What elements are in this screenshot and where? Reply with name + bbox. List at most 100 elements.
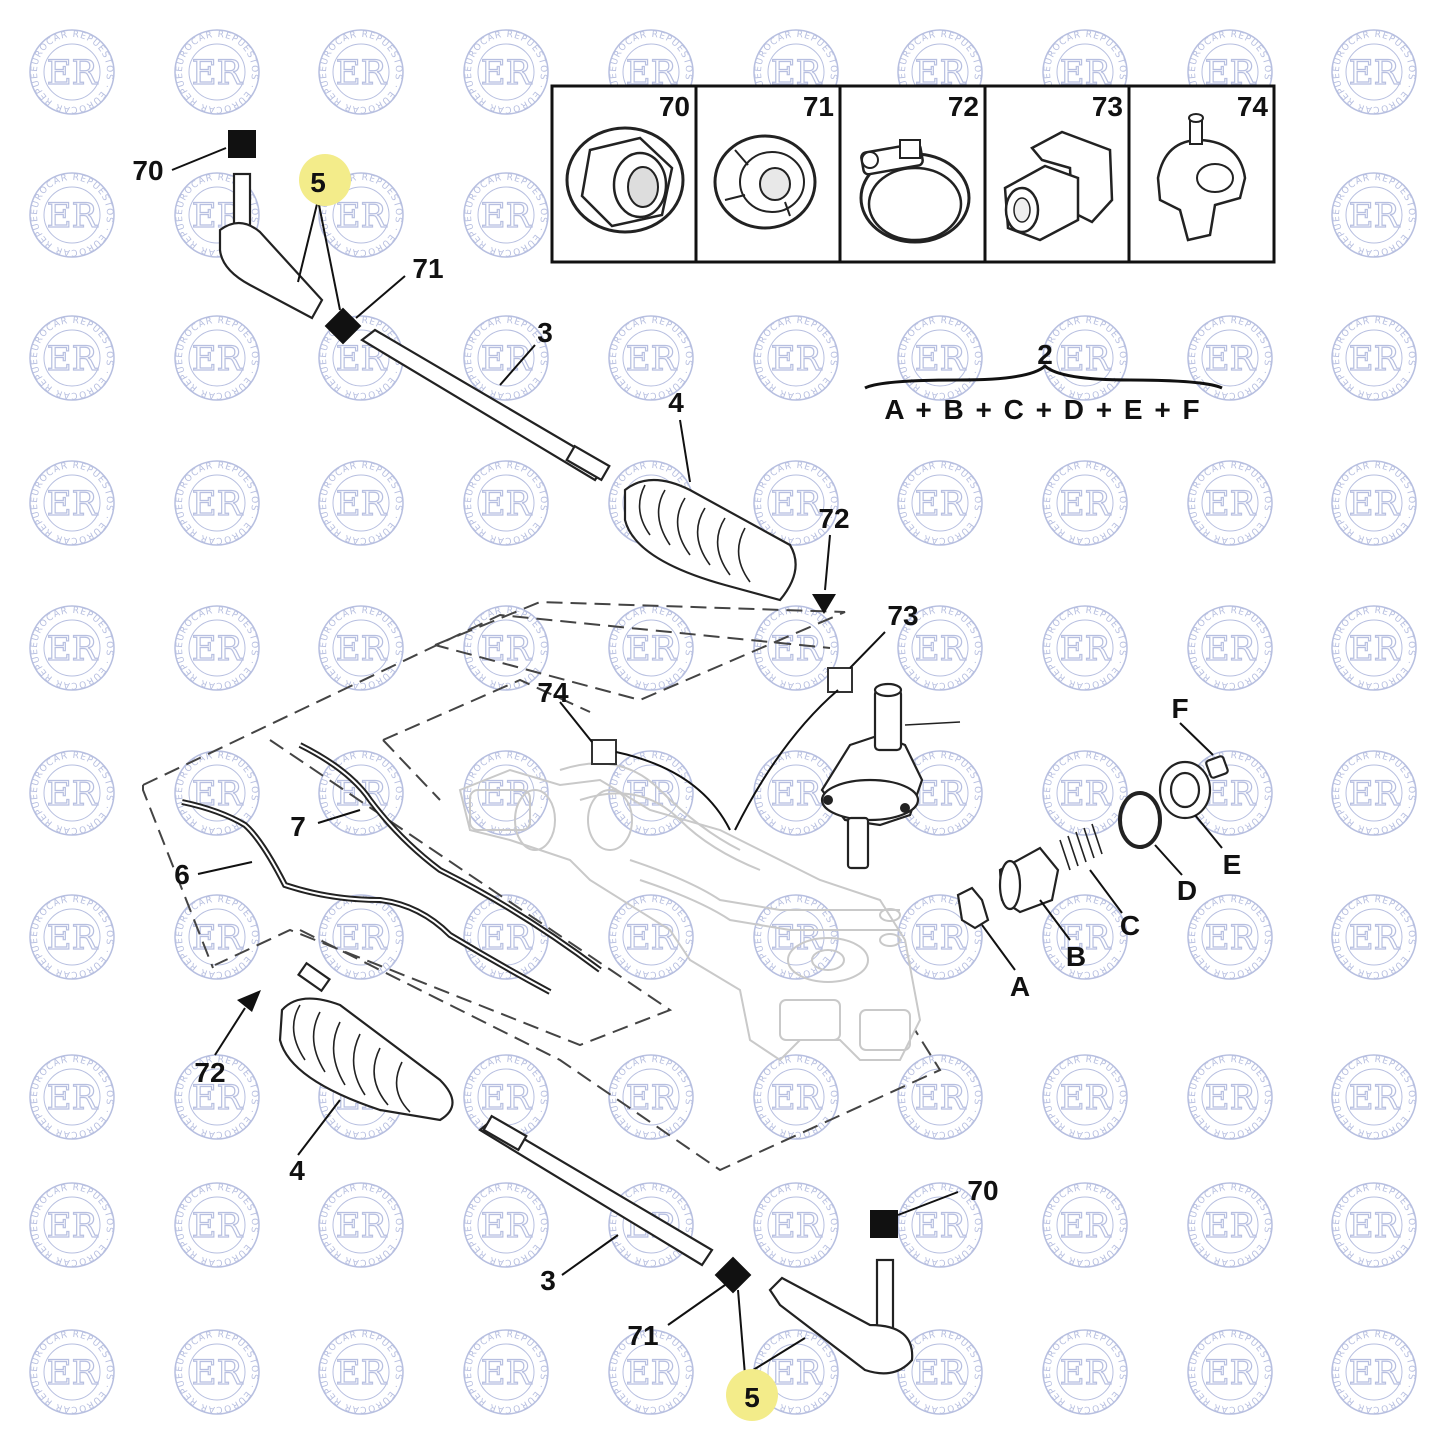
svg-text:ER: ER [771, 339, 823, 379]
kit-part-f-plug [1205, 755, 1229, 779]
steering-rack-housing [458, 762, 922, 1062]
svg-text:ER: ER [481, 918, 533, 958]
svg-text:ER: ER [1060, 339, 1112, 379]
svg-text:ER: ER [47, 196, 99, 236]
svg-text:ER: ER [1349, 774, 1401, 814]
svg-text:ER: ER [1205, 1206, 1257, 1246]
kit-part-a [956, 886, 990, 930]
svg-text:ER: ER [47, 774, 99, 814]
svg-text:ER: ER [192, 339, 244, 379]
svg-text:ER: ER [1205, 774, 1257, 814]
boot-top [623, 479, 797, 602]
callout-72-bottom: 72 [194, 1057, 225, 1088]
svg-text:ER: ER [481, 196, 533, 236]
svg-text:ER: ER [192, 53, 244, 93]
svg-text:ER: ER [771, 1078, 823, 1118]
svg-text:ER: ER [915, 1206, 967, 1246]
callout-72-top: 72 [818, 503, 849, 534]
highlight-circle-top [299, 154, 351, 206]
callout-E: E [1223, 849, 1242, 880]
svg-text:ER: ER [1349, 484, 1401, 524]
svg-text:EUROCAR REPUESTOS · EUROCAR RE: EUROCAR REPUESTOS · EUROCAR REPUESTOS [0, 0, 403, 835]
callout-70-top: 70 [132, 155, 163, 186]
kit-label-71: 71 [803, 91, 834, 122]
svg-text:ER: ER [481, 1206, 533, 1246]
svg-text:ER: ER [336, 484, 388, 524]
svg-text:EUROCAR REPUESTOS · EUROCAR RE: EUROCAR REPUESTOS · EUROCAR REPUESTOS [0, 0, 548, 835]
marker-triangle-72-bottom [237, 990, 261, 1012]
callout-3-top: 3 [537, 317, 553, 348]
svg-text:ER: ER [771, 918, 823, 958]
svg-text:ER: ER [1349, 196, 1401, 236]
callout-4-bottom: 4 [289, 1155, 305, 1186]
tie-rod-inner-top [360, 328, 611, 482]
svg-text:ER: ER [1060, 1206, 1112, 1246]
svg-text:ER: ER [626, 1078, 678, 1118]
kit-part-d-oring [1118, 791, 1162, 849]
watermark-badge: EUROCAR REPUESTOS · EUROCAR REPUESTOSER [0, 0, 260, 1140]
svg-text:ER: ER [1349, 918, 1401, 958]
svg-text:ER: ER [47, 918, 99, 958]
svg-text:ER: ER [1349, 339, 1401, 379]
svg-text:EUROCAR REPUESTOS · EUROCAR RE: EUROCAR REPUESTOS · EUROCAR REPUESTOS [0, 0, 259, 835]
lock-nut-icon [713, 134, 817, 230]
kit-label-72: 72 [948, 91, 979, 122]
svg-text:ER: ER [1349, 1078, 1401, 1118]
watermark-badge: EUROCAR REPUESTOS · EUROCAR REPUESTOSER [0, 0, 404, 836]
svg-text:ER: ER [915, 1078, 967, 1118]
svg-text:ER: ER [1205, 1353, 1257, 1393]
marker-square-71-bottom [714, 1256, 752, 1294]
svg-text:ER: ER [626, 918, 678, 958]
callout-4-top: 4 [668, 387, 684, 418]
watermark-badge: EUROCAR REPUESTOS · EUROCAR REPUESTOSER [0, 0, 115, 836]
svg-text:EUROCAR REPUESTOS · EUROCAR RE: EUROCAR REPUESTOS · EUROCAR REPUESTOS [0, 0, 114, 835]
svg-text:ER: ER [47, 484, 99, 524]
svg-text:ER: ER [771, 1206, 823, 1246]
kit-group-ref: 2 [1037, 339, 1053, 370]
pinion-valve-housing [820, 682, 961, 870]
kit-label-74: 74 [1237, 91, 1269, 122]
callout-71-top: 71 [412, 253, 443, 284]
svg-text:ER: ER [1205, 629, 1257, 669]
pipe-7 [298, 742, 602, 973]
watermark-badge: EUROCAR REPUESTOS · EUROCAR REPUESTOSER [0, 0, 115, 115]
svg-text:ER: ER [481, 484, 533, 524]
svg-text:ER: ER [47, 339, 99, 379]
kit-part-e-cap [1158, 760, 1212, 820]
callout-71-bottom: 71 [627, 1320, 658, 1351]
callout-6: 6 [174, 859, 190, 890]
callout-B: B [1066, 941, 1086, 972]
svg-text:ER: ER [626, 339, 678, 379]
svg-text:ER: ER [336, 1206, 388, 1246]
marker-square-70-top [228, 130, 256, 158]
svg-text:ER: ER [771, 774, 823, 814]
callout-D: D [1177, 875, 1197, 906]
svg-text:ER: ER [1205, 484, 1257, 524]
svg-text:ER: ER [192, 629, 244, 669]
svg-text:ER: ER [1060, 629, 1112, 669]
bracket-clip-icon [1003, 130, 1114, 242]
boot-bottom [278, 961, 454, 1122]
svg-text:ER: ER [336, 53, 388, 93]
svg-text:ER: ER [915, 629, 967, 669]
svg-text:ER: ER [336, 1353, 388, 1393]
callout-5-bottom: 5 [744, 1382, 760, 1413]
svg-text:ER: ER [1060, 484, 1112, 524]
callout-7: 7 [290, 811, 306, 842]
dashed-assembly-outlines [142, 600, 942, 1172]
callout-C: C [1120, 910, 1140, 941]
svg-text:ER: ER [771, 1353, 823, 1393]
svg-text:ER: ER [1349, 53, 1401, 93]
svg-text:ER: ER [1349, 1206, 1401, 1246]
svg-text:EUROCAR REPUESTOS · EUROCAR RE: EUROCAR REPUESTOS · EUROCAR REPUESTOS [0, 0, 259, 1139]
marker-square-70-bottom [870, 1210, 898, 1238]
kit-part-c-spring [1059, 823, 1103, 871]
kit-group-bracket: 2 A + B + C + D + E + F [864, 339, 1223, 425]
svg-text:ER: ER [915, 918, 967, 958]
kit-part-b [998, 846, 1060, 914]
marker-triangle-72-top [812, 594, 836, 614]
svg-text:ER: ER [192, 484, 244, 524]
callout-5-top: 5 [310, 167, 326, 198]
marker-open-74 [591, 739, 617, 765]
